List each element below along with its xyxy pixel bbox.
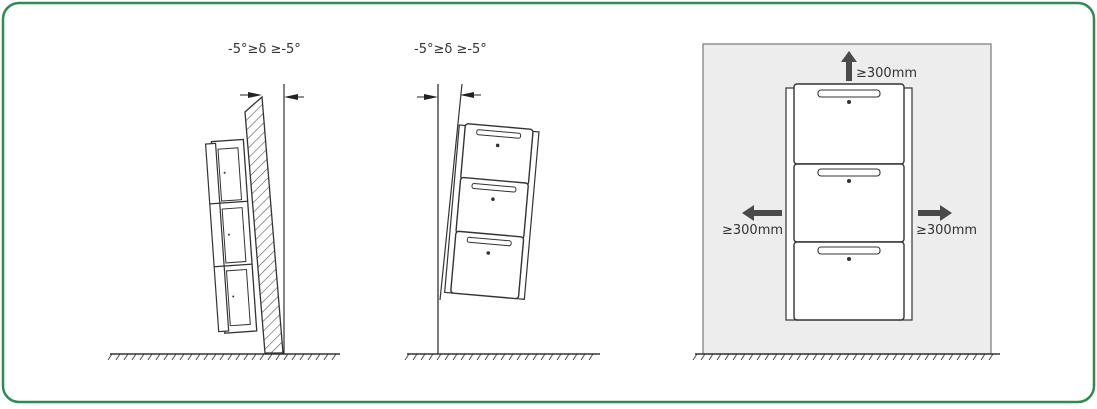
- tilted-battery-stack-1: [204, 138, 258, 334]
- arrow-right-icon: [918, 205, 952, 221]
- angle-label-2: -5°≥δ ≥-5°: [414, 42, 487, 57]
- angle-arrow-left-2: [424, 94, 438, 100]
- top-clearance-label: ≥300mm: [856, 66, 917, 81]
- left-clearance-label: ≥300mm: [722, 223, 783, 238]
- ground-line-3: [692, 353, 1000, 361]
- panel-clearance: ≥300mm ≥300mm ≥300mm: [692, 43, 1000, 361]
- angle-arrow-right-1: [284, 94, 298, 100]
- tilted-battery-stack-2: [443, 123, 540, 300]
- angle-label-1: -5°≥δ ≥-5°: [228, 42, 301, 57]
- arrow-up-icon: [841, 51, 857, 81]
- ground-line-2: [404, 353, 600, 361]
- panel-tilted-wall: -5°≥δ ≥-5°: [107, 42, 340, 361]
- battery-module-top: [460, 123, 534, 186]
- front-module-bottom: [793, 241, 905, 321]
- battery-module-middle: [455, 176, 529, 240]
- right-clearance-label: ≥300mm: [916, 223, 977, 238]
- panel-vertical-wall: -5°≥δ ≥-5°: [404, 42, 600, 361]
- angle-arrow-right-2: [460, 92, 474, 98]
- front-battery-stack: [785, 83, 913, 321]
- tilted-wall-hatched: [244, 95, 284, 354]
- tilted-reference-line-2: [439, 83, 463, 301]
- angle-arrow-left-1: [248, 92, 262, 98]
- ground-line-1: [107, 353, 340, 361]
- battery-module-bottom: [450, 230, 525, 300]
- front-module-top: [793, 83, 905, 165]
- arrow-left-icon: [742, 205, 782, 221]
